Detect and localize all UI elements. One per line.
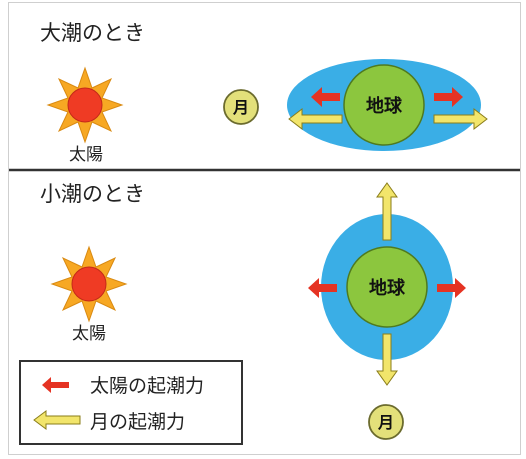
- sun-force-arrow-right: [434, 87, 463, 107]
- legend: 太陽の起潮力 月の起潮力: [19, 360, 243, 445]
- moon-label: 月: [377, 413, 394, 432]
- neap-tide-title: 小潮のとき: [40, 182, 145, 206]
- moon-icon: [223, 89, 259, 125]
- moon-label: 月: [232, 98, 249, 117]
- sun-label: 太陽: [72, 324, 106, 344]
- spring-tide-panel: 大潮のとき 太陽 月 地球: [40, 21, 488, 165]
- moon-force-arrow-left: [288, 107, 343, 131]
- sun-label: 太陽: [69, 145, 103, 165]
- moon-icon: [368, 404, 404, 440]
- sun-force-arrow-left: [308, 278, 337, 298]
- legend-sun-force-label: 太陽の起潮力: [90, 375, 204, 397]
- legend-sun-force-arrow: [42, 377, 69, 393]
- sun-icon: [50, 245, 128, 323]
- earth-label: 地球: [369, 277, 406, 299]
- earth-globe: [346, 246, 428, 328]
- earth-label: 地球: [366, 95, 403, 117]
- moon-force-arrow-down: [376, 333, 398, 386]
- sun-force-arrow-left: [311, 87, 340, 107]
- neap-tide-panel: 小潮のとき 太陽 地球 月: [40, 182, 466, 440]
- legend-box: [19, 360, 243, 445]
- sun-icon: [46, 66, 124, 144]
- moon-force-arrow-right: [433, 107, 488, 131]
- legend-moon-force-arrow: [33, 410, 81, 430]
- diagram-frame: [8, 2, 521, 455]
- moon-force-arrow-up: [376, 182, 398, 241]
- spring-tide-title: 大潮のとき: [40, 21, 145, 45]
- earth-globe: [343, 64, 425, 146]
- legend-moon-force-label: 月の起潮力: [90, 411, 185, 433]
- sun-force-arrow-right: [437, 278, 466, 298]
